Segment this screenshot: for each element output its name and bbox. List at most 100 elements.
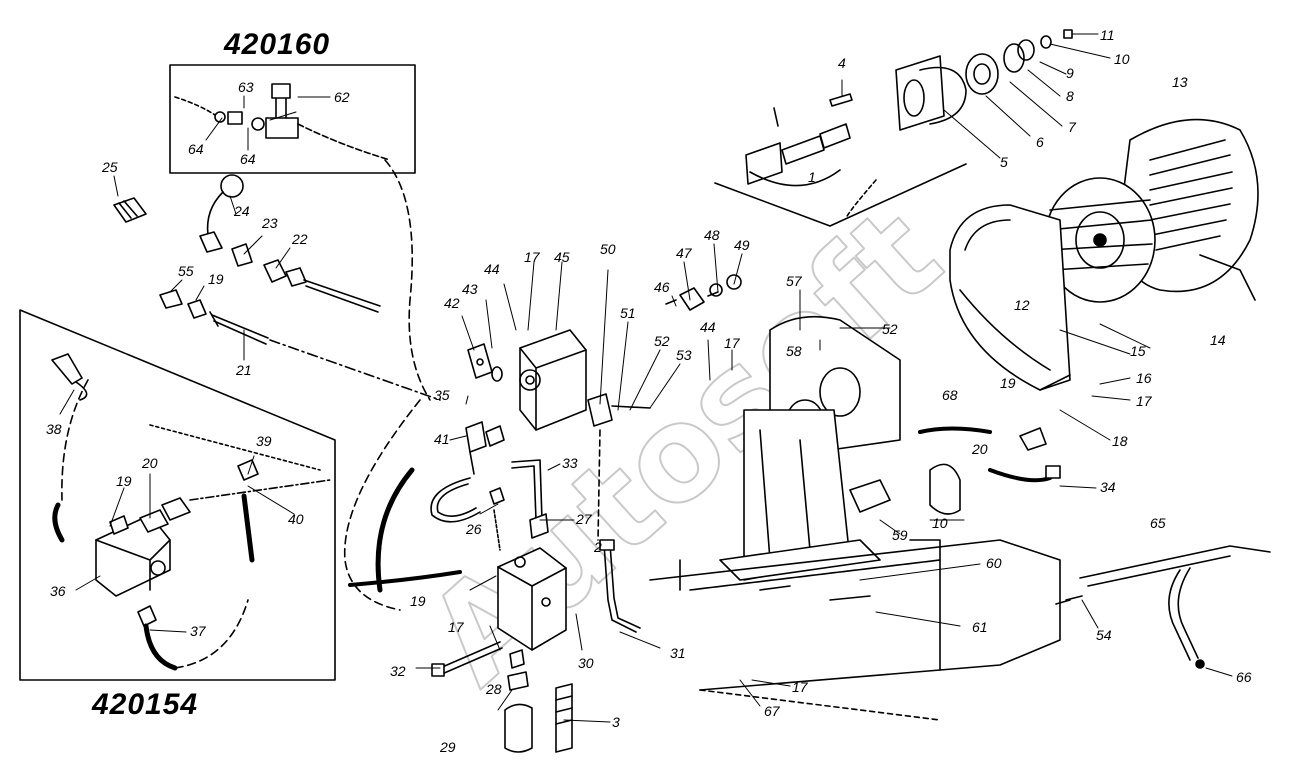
callout-35: 35 <box>434 387 450 403</box>
callout-21: 21 <box>235 362 252 378</box>
callout-8: 8 <box>1066 88 1074 104</box>
part-10-clamp <box>929 463 961 515</box>
part-2-valve-block <box>497 547 567 651</box>
kit-box-420160 <box>169 64 416 174</box>
callout-14: 14 <box>1210 332 1226 348</box>
callout-17-gear: 17 <box>724 335 741 351</box>
callout-19-top: 19 <box>208 271 224 287</box>
callout-3: 3 <box>612 714 620 730</box>
callout-61: 61 <box>972 619 988 635</box>
part-32-bolt <box>431 641 503 677</box>
callout-42: 42 <box>444 295 460 311</box>
callout-40: 40 <box>288 511 304 527</box>
callout-4: 4 <box>838 55 846 71</box>
callout-10-top: 10 <box>1114 51 1130 67</box>
callout-19-right: 19 <box>1000 375 1016 391</box>
callout-59: 59 <box>892 527 908 543</box>
callout-17-fan: 17 <box>1136 393 1153 409</box>
callout-17-frame: 17 <box>792 679 809 695</box>
part-31-tube <box>599 539 641 633</box>
part-loop-tube <box>430 477 481 523</box>
part-7-8-9-rings <box>1003 35 1052 73</box>
callout-65: 65 <box>1150 515 1166 531</box>
callout-46: 46 <box>654 279 670 295</box>
callout-25: 25 <box>101 159 118 175</box>
callout-36: 36 <box>50 583 66 599</box>
callout-58: 58 <box>786 343 802 359</box>
callout-18: 18 <box>1112 433 1128 449</box>
callout-9: 9 <box>1066 65 1074 81</box>
part-25-coupling <box>113 197 147 223</box>
part-14-impeller <box>1044 177 1156 303</box>
callout-44-pump: 44 <box>484 261 500 277</box>
callout-31: 31 <box>670 645 686 661</box>
part-41-tee <box>465 421 505 475</box>
callout-33: 33 <box>562 455 578 471</box>
part-28-29-filter <box>504 649 533 753</box>
part-6-bearing <box>965 53 999 95</box>
dashed-route-b <box>269 339 441 401</box>
kit-420154-parts <box>51 353 331 671</box>
part-24-adapter <box>199 174 244 253</box>
callout-28: 28 <box>485 681 502 697</box>
callout-41: 41 <box>434 431 450 447</box>
callout-53: 53 <box>676 347 692 363</box>
dashed-route-c <box>343 399 421 611</box>
callout-67: 67 <box>764 703 781 719</box>
callout-38: 38 <box>46 421 62 437</box>
callout-68: 68 <box>942 387 958 403</box>
callout-labels: 1 2 3 4 5 6 7 8 9 10 11 12 13 14 15 16 1… <box>46 27 1252 755</box>
part-68-20-hose <box>918 426 1047 451</box>
callout-29: 29 <box>439 739 456 755</box>
callout-5: 5 <box>1000 154 1008 170</box>
callout-30: 30 <box>578 655 594 671</box>
callout-13: 13 <box>1172 74 1188 90</box>
part-33-tube <box>511 459 543 521</box>
kit-420160-parts <box>174 83 391 161</box>
callout-52-frame: 52 <box>882 321 898 337</box>
callout-52-pump: 52 <box>654 333 670 349</box>
callout-62: 62 <box>334 89 350 105</box>
callout-1: 1 <box>808 169 816 185</box>
callout-45: 45 <box>554 249 570 265</box>
guide-line-top <box>714 163 967 227</box>
callout-54: 54 <box>1096 627 1112 643</box>
part-19-fitting-top <box>187 299 207 319</box>
callout-55: 55 <box>178 263 194 279</box>
callout-63: 63 <box>238 79 254 95</box>
kit-box-420154 <box>19 309 336 681</box>
kit-number-420160: 420160 <box>224 28 331 61</box>
callout-34: 34 <box>1100 479 1116 495</box>
callout-24: 24 <box>233 203 250 219</box>
callout-32: 32 <box>390 663 406 679</box>
callout-27: 27 <box>575 511 593 527</box>
part-11-screw <box>1063 29 1073 39</box>
kit-number-420154: 420154 <box>92 688 199 721</box>
part-22-hose-end <box>263 259 381 313</box>
part-34-hose <box>988 465 1061 483</box>
callout-47: 47 <box>676 245 693 261</box>
part-54-bolts <box>1055 595 1083 605</box>
part-4-key <box>829 93 853 107</box>
part-15-fan-housing <box>949 204 1071 391</box>
dashed-shaft-line <box>845 179 877 219</box>
part-59-bracket <box>849 479 891 513</box>
callout-64-right: 64 <box>240 151 256 167</box>
callout-12: 12 <box>1014 297 1030 313</box>
callout-43: 43 <box>462 281 478 297</box>
callout-16: 16 <box>1136 370 1152 386</box>
callout-39: 39 <box>256 433 272 449</box>
part-42-flange <box>467 343 503 382</box>
part-hose-large <box>348 467 462 593</box>
callout-66: 66 <box>1236 669 1252 685</box>
callout-10-mid: 10 <box>932 515 948 531</box>
callout-51: 51 <box>620 305 636 321</box>
callout-60: 60 <box>986 555 1002 571</box>
callout-19-valve: 19 <box>410 593 426 609</box>
callout-17-valve: 17 <box>448 619 465 635</box>
callout-26: 26 <box>465 521 482 537</box>
part-stand <box>719 409 881 601</box>
part-frame-outline <box>649 539 1061 721</box>
